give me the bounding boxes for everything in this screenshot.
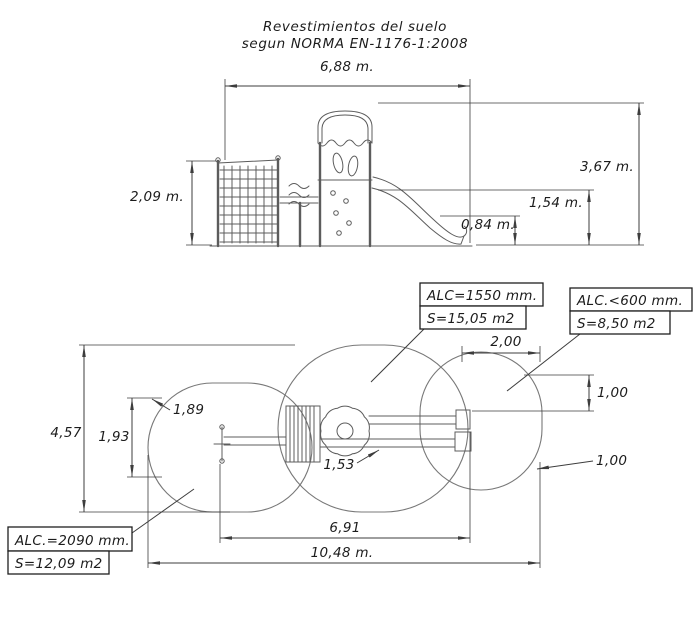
- bridge-connector: [279, 183, 319, 248]
- dim-height-slide-end: 0,84 m.: [440, 215, 520, 245]
- elevation-dimensions: 6,88 m. 3,67 m. 1,54 m. 0,84 m. 2,09 m.: [130, 59, 644, 246]
- callout-right-zone: ALC.<600 mm. S=8,50 m2: [506, 287, 693, 392]
- wave-panel-icon: [288, 183, 310, 207]
- drawing-title: Revestimientos del suelo segun NORMA EN-…: [242, 19, 468, 52]
- callout-left-alc: ALC.=2090 mm.: [14, 533, 130, 549]
- post-cap-icon: [275, 155, 281, 161]
- slide: [371, 176, 468, 245]
- equipment-plan: [213, 405, 472, 464]
- callout-middle-zone: ALC=1550 mm. S=15,05 m2: [370, 282, 544, 383]
- callout-left-zone: ALC.=2090 mm. S=12,09 m2: [7, 488, 195, 575]
- dim-plan-height-total: 4,57: [50, 344, 295, 513]
- dim-label-100-upper: 1,00: [597, 385, 628, 401]
- dim-plan-height-net: 1,93: [98, 397, 162, 478]
- callout-middle-alc: ALC=1550 mm.: [426, 288, 537, 304]
- dim-label-189: 1,89: [173, 402, 204, 418]
- slide-end-plan: [455, 409, 471, 430]
- dim-plan-100-upper: 1,00: [472, 374, 628, 412]
- net-grid: [219, 165, 278, 244]
- title-line1: Revestimientos del suelo: [263, 19, 447, 35]
- tower: [317, 110, 373, 248]
- climbing-holds: [330, 190, 352, 236]
- dim-label-691: 6,91: [329, 520, 360, 536]
- dim-plan-100-lower: 1,00: [536, 453, 627, 470]
- dim-label-100-lower: 1,00: [596, 453, 627, 469]
- dim-plan-width-total: 10,48 m.: [147, 455, 541, 568]
- bridge-hatch: [289, 405, 315, 463]
- dim-label-154: 1,54 m.: [529, 195, 583, 211]
- dim-height-platform: 1,54 m.: [378, 189, 594, 245]
- dim-label-688: 6,88 m.: [320, 59, 374, 75]
- dim-label-1048: 10,48 m.: [311, 545, 374, 561]
- climbing-net: [215, 155, 281, 248]
- post-cap-icon: [215, 157, 221, 163]
- dim-label-200: 2,00: [490, 334, 521, 350]
- roof-plan-icon: [320, 405, 370, 457]
- roof-scallop-icon: [317, 139, 373, 147]
- dim-label-193: 1,93: [98, 429, 129, 445]
- elevation-view: [209, 110, 473, 248]
- callout-right-area: S=8,50 m2: [577, 316, 656, 332]
- dim-height-net: 2,09 m.: [130, 160, 216, 246]
- dim-plan-width-equipment: 6,91: [219, 432, 471, 543]
- dim-plan-189: 1,89: [151, 398, 204, 418]
- callout-middle-area: S=15,05 m2: [427, 311, 515, 327]
- panel-slot-icon: [332, 152, 344, 174]
- title-line2: segun NORMA EN-1176-1:2008: [242, 36, 468, 52]
- callout-right-alc: ALC.<600 mm.: [576, 293, 683, 309]
- bridge-plan: [285, 405, 321, 463]
- slide-end-plan: [454, 431, 472, 452]
- safety-area-right: [419, 351, 543, 491]
- callout-left-area: S=12,09 m2: [15, 556, 103, 572]
- dim-plan-153: 1,53: [323, 449, 380, 473]
- panel-slot-icon: [347, 155, 359, 177]
- dim-plan-200: 2,00: [461, 334, 541, 362]
- dim-label-153: 1,53: [323, 457, 354, 473]
- dim-label-209: 2,09 m.: [130, 189, 184, 205]
- dim-label-084: 0,84 m.: [461, 217, 515, 233]
- dim-label-457: 4,57: [50, 425, 81, 441]
- dim-height-total: 3,67 m.: [378, 102, 644, 246]
- plan-dimensions: 4,57 1,93 1,89 1,53 2,00 1,00: [50, 334, 628, 568]
- plan-view: [147, 344, 543, 513]
- dim-label-367: 3,67 m.: [580, 159, 634, 175]
